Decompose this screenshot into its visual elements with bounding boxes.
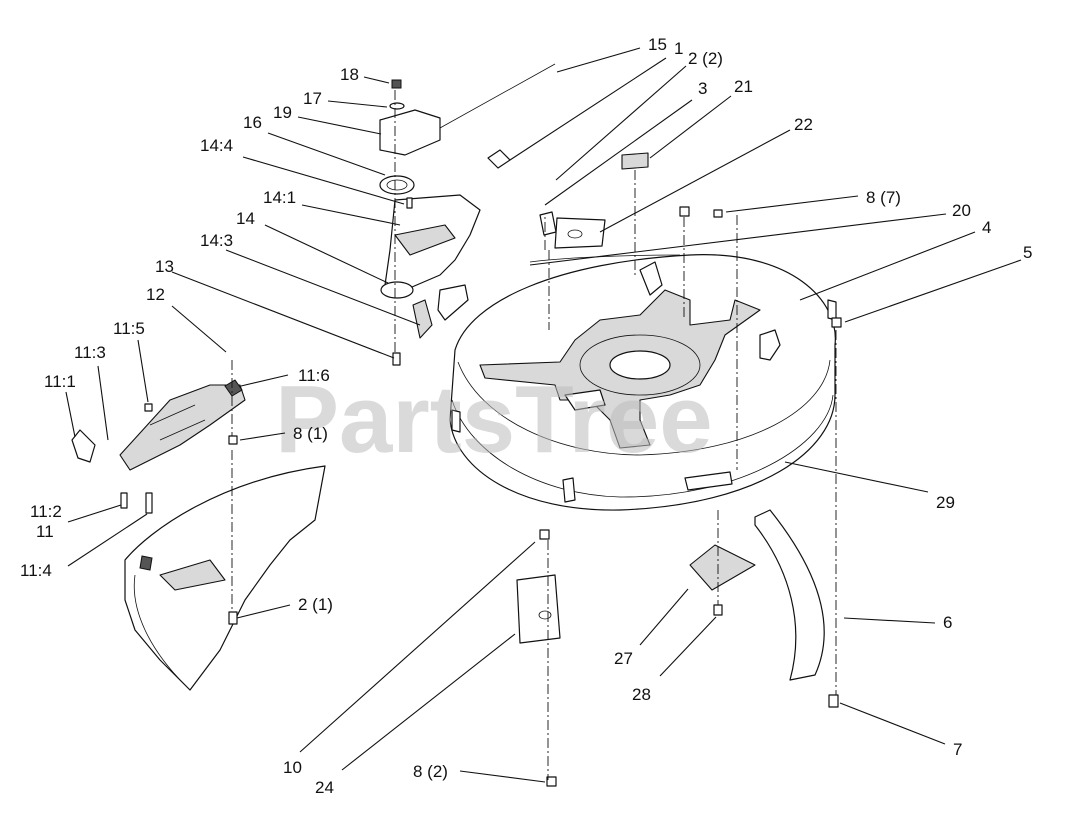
- callout-5: 5: [1023, 243, 1032, 262]
- callout-8-2: 8 (2): [413, 762, 448, 781]
- belt-strip: [754, 509, 825, 681]
- callout-11-1: 11:1: [44, 372, 76, 391]
- callout-22: 22: [794, 115, 813, 134]
- callout-7: 7: [953, 740, 962, 759]
- callout-6: 6: [943, 613, 952, 632]
- callout-11-2: 11:2: [30, 502, 62, 521]
- callout-14: 14: [236, 209, 255, 228]
- callout-14-3: 14:3: [200, 231, 233, 250]
- discharge-housing: [380, 194, 481, 339]
- callout-21: 21: [734, 77, 753, 96]
- idler-bracket: [379, 63, 556, 195]
- callout-11: 11: [36, 522, 54, 541]
- callout-17: 17: [303, 89, 322, 108]
- callout-14-4: 14:4: [200, 136, 233, 155]
- callout-11-3: 11:3: [74, 343, 106, 362]
- callout-labels: 15 1 2 (2) 3 21 22 8 (7) 20 4 5 18 17 19…: [20, 35, 1032, 797]
- callout-12: 12: [146, 285, 165, 304]
- callout-14-1: 14:1: [263, 188, 296, 207]
- callout-1: 1: [674, 39, 683, 58]
- callout-27: 27: [614, 649, 633, 668]
- callout-2-1: 2 (1): [298, 595, 333, 614]
- side-shield: [124, 465, 326, 691]
- callout-13: 13: [155, 257, 174, 276]
- callout-11-5: 11:5: [113, 319, 145, 338]
- callout-10: 10: [283, 758, 302, 777]
- callout-11-4: 11:4: [20, 561, 52, 580]
- deck-housing: [449, 254, 837, 511]
- callout-29: 29: [936, 493, 955, 512]
- callout-28: 28: [632, 685, 651, 704]
- leader-lines: [65, 47, 1022, 783]
- callout-3: 3: [698, 79, 707, 98]
- callout-2-2: 2 (2): [688, 49, 723, 68]
- chute-assembly: [71, 379, 246, 471]
- callout-16: 16: [243, 113, 262, 132]
- watermark: PartsTree: [275, 366, 713, 473]
- callout-18: 18: [340, 65, 359, 84]
- callout-19: 19: [273, 103, 292, 122]
- callout-15: 15: [648, 35, 667, 54]
- hardware-parts: [120, 152, 842, 787]
- alignment-lines: [231, 90, 837, 780]
- callout-4: 4: [982, 218, 991, 237]
- callout-20: 20: [952, 201, 971, 220]
- callout-8-1: 8 (1): [293, 424, 328, 443]
- callout-8-7: 8 (7): [866, 188, 901, 207]
- callout-11-6: 11:6: [298, 366, 330, 385]
- callout-24: 24: [315, 778, 334, 797]
